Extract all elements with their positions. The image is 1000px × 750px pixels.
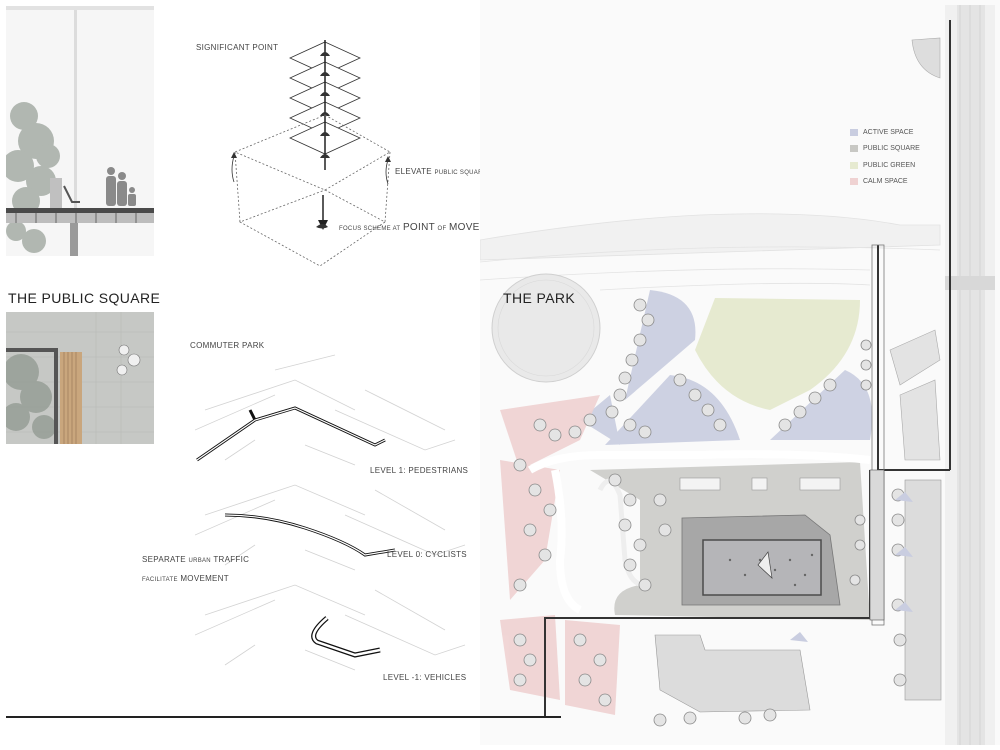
- legend-label: PUBLIC GREEN: [863, 162, 916, 169]
- separate-traffic-label: SEPARATE URBAN TRAFFIC: [142, 555, 249, 564]
- legend-label: ACTIVE SPACE: [863, 129, 914, 136]
- focus-label: FOCUS SCHEME AT POINT OF MOVEMENT: [339, 222, 509, 233]
- legend-swatch: [850, 145, 858, 152]
- elevate-small: PUBLIC SQUARE: [434, 170, 488, 176]
- section-render: [6, 6, 154, 256]
- legend-swatch: [850, 129, 858, 136]
- legend-swatch: [850, 178, 858, 185]
- facilitate-big: MOVEMENT: [180, 574, 229, 583]
- focus-small-2: OF: [437, 226, 447, 232]
- separate-small: URBAN: [188, 558, 211, 564]
- legend-label: CALM SPACE: [863, 178, 908, 185]
- separate-big-2: TRAFFIC: [213, 555, 250, 564]
- legend-swatch: [850, 162, 858, 169]
- focus-big: POINT: [402, 222, 435, 233]
- legend-item-public-green: PUBLIC GREEN: [850, 162, 915, 169]
- bottom-rule: [6, 716, 561, 718]
- commuter-park-label: COMMUTER PARK: [190, 341, 265, 350]
- level-minus-1-label: LEVEL -1: VEHICLES: [383, 673, 467, 682]
- level-0-label: LEVEL 0: CYCLISTS: [387, 550, 467, 559]
- legend-item-public-square: PUBLIC SQUARE: [850, 145, 920, 152]
- elevate-big: ELEVATE: [395, 167, 432, 176]
- legend-item-active-space: ACTIVE SPACE: [850, 129, 913, 136]
- level-1-label: LEVEL 1: PEDESTRIANS: [370, 466, 469, 475]
- legend-item-calm-space: CALM SPACE: [850, 178, 908, 185]
- elevate-label: ELEVATE PUBLIC SQUARE: [395, 167, 487, 176]
- facilitate-small: FACILITATE: [142, 577, 178, 583]
- traffic-layers-diagram: [194, 350, 485, 695]
- legend-label: PUBLIC SQUARE: [863, 145, 920, 152]
- park-title: THE PARK: [503, 290, 576, 306]
- focus-big-2: MOVEMENT: [449, 222, 509, 233]
- public-square-title: THE PUBLIC SQUARE: [8, 290, 161, 306]
- significant-point-label: SIGNIFICANT POINT: [196, 43, 279, 52]
- facilitate-movement-label: FACILITATE MOVEMENT: [142, 574, 229, 583]
- significant-point-diagram: [220, 30, 490, 275]
- public-square-render: [6, 312, 154, 444]
- focus-small: FOCUS SCHEME AT: [339, 226, 401, 232]
- site-plan: [480, 0, 1000, 745]
- separate-big: SEPARATE: [142, 555, 186, 564]
